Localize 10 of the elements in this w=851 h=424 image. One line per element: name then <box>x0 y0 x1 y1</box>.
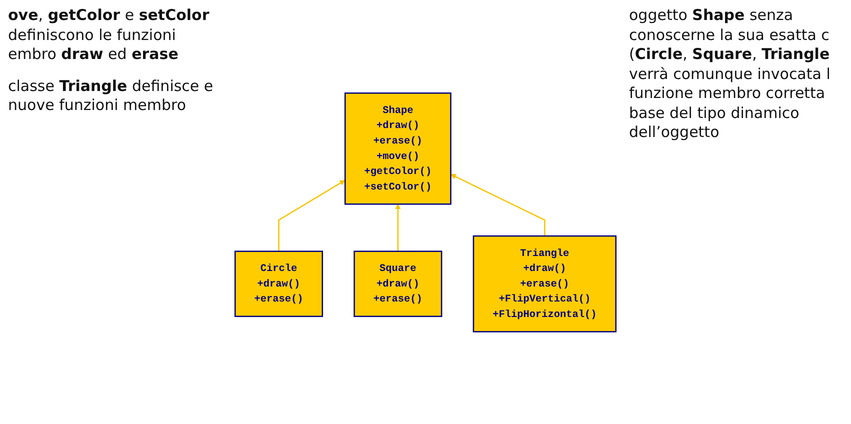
arrow <box>395 203 401 251</box>
node-box: Square +draw() +erase() <box>354 250 442 317</box>
note-text: classe Triangle definisce e nuove funzioni membro <box>8 76 214 116</box>
node-box: Circle +draw() +erase() <box>234 250 324 317</box>
node-box: Triangle +draw() +erase() +FlipVertical() +FlipHorizontal() <box>472 234 617 332</box>
note-text: oggetto Shape senza conoscerne la sua esatta c (Circle, Square, Triangle verrà comunque invocata l funzione membro corretta base del tipo dinamico dell’oggetto <box>629 6 832 142</box>
arrow <box>278 180 346 251</box>
note-text: ove, getColor e setColor definiscono le funzioni embro draw ed erase <box>8 6 210 64</box>
arrow <box>450 174 546 236</box>
node-box: Shape +draw() +erase() +move() +getColor() +setColor() <box>344 92 452 204</box>
